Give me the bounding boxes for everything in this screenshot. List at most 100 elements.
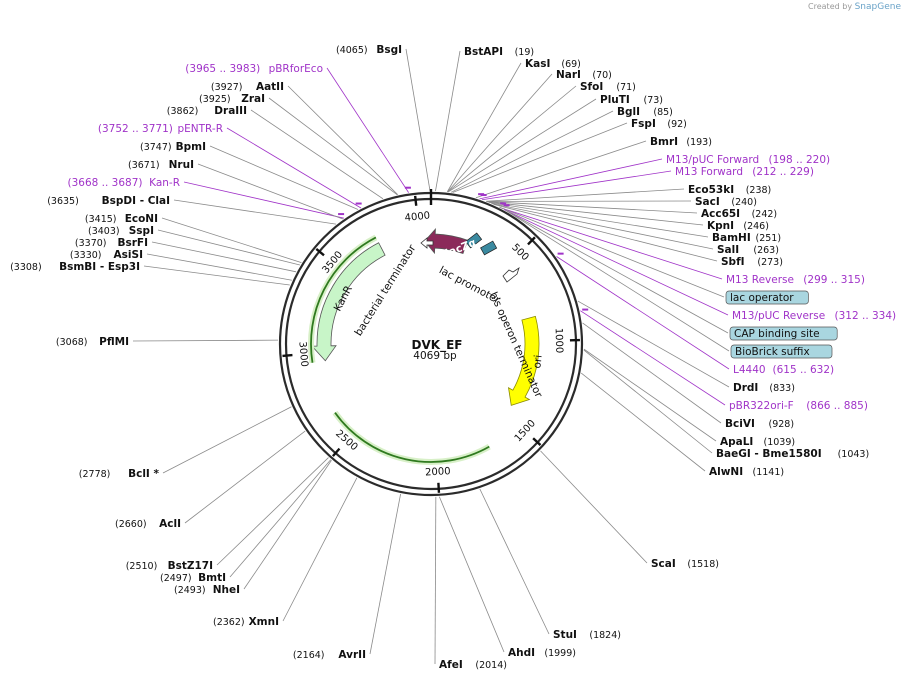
map-label-asisi[interactable]: AsiSI(3330) — [70, 249, 143, 261]
map-label-bspdiclai[interactable]: BspDI - ClaI(3635) — [47, 195, 170, 207]
map-label-biobricksuffix[interactable]: BioBrick suffix — [730, 344, 833, 359]
tick-mark — [532, 437, 542, 446]
lac-promoter-arrow[interactable] — [420, 237, 434, 249]
label-position: (238) — [746, 185, 772, 196]
feature-his-operon-terminator[interactable] — [480, 240, 498, 256]
label-name: BmtI — [198, 572, 226, 584]
leader-line — [434, 496, 437, 665]
map-label-eco53ki[interactable]: Eco53kI(238) — [688, 184, 771, 196]
map-label-zrai[interactable]: ZraI(3925) — [199, 93, 265, 105]
map-label-kanr[interactable]: Kan-R(3668 .. 3687) — [68, 177, 181, 189]
label-position: (615 .. 632) — [773, 364, 835, 376]
map-label-aatii[interactable]: AatII(3927) — [211, 81, 284, 93]
leader-line — [209, 145, 359, 210]
map-label-bsgi[interactable]: BsgI(4065) — [336, 44, 402, 56]
map-label-pentrr[interactable]: pENTR-R(3752 .. 3771) — [98, 123, 223, 135]
map-label-saci[interactable]: SacI(240) — [695, 196, 757, 208]
map-label-sali[interactable]: SalI(263) — [717, 244, 779, 256]
map-label-nari[interactable]: NarI(70) — [556, 69, 612, 81]
leader-line — [447, 98, 597, 193]
label-name: M13 Forward — [675, 166, 743, 178]
map-label-bmti[interactable]: BmtI(2497) — [160, 572, 226, 584]
label-name: AvrII — [338, 649, 366, 661]
label-name: pENTR-R — [177, 123, 223, 135]
leader-line — [479, 488, 550, 635]
map-label-bcivi[interactable]: BciVI(928) — [725, 418, 794, 430]
map-label-acc65i[interactable]: Acc65I(242) — [701, 208, 777, 220]
terminator-arc[interactable] — [310, 236, 377, 363]
map-label-m13forward[interactable]: M13 Forward(212 .. 229) — [675, 166, 814, 178]
map-label-m13pucreverse[interactable]: M13/pUC Reverse(312 .. 334) — [732, 310, 896, 322]
tick-mark — [331, 447, 341, 457]
map-label-kasi[interactable]: KasI(69) — [525, 58, 581, 70]
map-label-bstapi[interactable]: BstAPI(19) — [464, 46, 534, 58]
label-position: (3668 .. 3687) — [68, 177, 143, 189]
map-label-ahdi[interactable]: AhdI(1999) — [508, 647, 576, 659]
map-label-capbindingsite[interactable]: CAP binding site — [729, 326, 838, 341]
label-position: (19) — [515, 47, 535, 58]
map-label-xmni[interactable]: XmnI(2362) — [213, 616, 279, 628]
tick-mark — [282, 353, 293, 358]
label-position: (2014) — [475, 660, 507, 671]
map-label-nrui[interactable]: NruI(3671) — [128, 159, 194, 171]
map-label-bgli[interactable]: BglI(85) — [617, 106, 673, 118]
map-label-pbr322orif[interactable]: pBR322ori-F(866 .. 885) — [729, 400, 868, 412]
label-position: (263) — [753, 245, 779, 256]
label-name: L4440 — [733, 364, 766, 376]
map-label-afei[interactable]: AfeI(2014) — [439, 659, 507, 671]
feature-kanr[interactable] — [311, 242, 386, 362]
label-position: (3671) — [128, 160, 160, 171]
map-label-econi[interactable]: EcoNI(3415) — [85, 213, 158, 225]
map-label-stui[interactable]: StuI(1824) — [553, 629, 621, 641]
label-name: XmnI — [249, 616, 279, 628]
label-position: (71) — [616, 82, 636, 93]
map-label-lacoperator[interactable]: lac operator — [725, 290, 809, 305]
label-position: (1999) — [544, 648, 576, 659]
map-label-fspi[interactable]: FspI(92) — [631, 118, 687, 130]
map-label-avrii[interactable]: AvrII(2164) — [293, 649, 366, 661]
map-label-bcli[interactable]: BclI *(2778) — [79, 468, 160, 480]
label-name: SbfI — [721, 256, 745, 268]
leader-line — [582, 322, 722, 424]
feature-lac-promoter[interactable] — [465, 232, 483, 249]
map-label-m13reverse[interactable]: M13 Reverse(299 .. 315) — [726, 274, 865, 286]
map-label-baegibme1580i[interactable]: BaeGI - Bme1580I(1043) — [716, 448, 869, 460]
map-label-m13pucforward[interactable]: M13/pUC Forward(198 .. 220) — [666, 154, 830, 166]
map-label-pluti[interactable]: PluTI(73) — [600, 94, 663, 106]
map-label-drdi[interactable]: DrdI(833) — [733, 382, 795, 394]
map-label-kpni[interactable]: KpnI(246) — [707, 220, 769, 232]
map-label-bsrfi[interactable]: BsrFI(3370) — [75, 237, 148, 249]
map-label-bsmbiesp3i[interactable]: BsmBI - Esp3I(3308) — [10, 261, 140, 273]
map-label-draiii[interactable]: DraIII(3862) — [167, 105, 247, 117]
label-position: (69) — [561, 59, 581, 70]
label-position: (928) — [769, 419, 795, 430]
his-terminator-arrow[interactable] — [502, 267, 520, 283]
map-label-nhei[interactable]: NheI(2493) — [174, 584, 240, 596]
feature-ori[interactable] — [507, 315, 540, 406]
map-label-l4440[interactable]: L4440 (615 .. 632) — [733, 364, 834, 376]
map-label-pbrforeco[interactable]: pBRforEco(3965 .. 3983) — [185, 63, 323, 75]
map-label-bmri[interactable]: BmrI(193) — [650, 136, 712, 148]
tick-mark — [315, 247, 325, 257]
map-label-bpmi[interactable]: BpmI(3747) — [140, 141, 206, 153]
feature-lacz[interactable] — [424, 227, 469, 255]
label-position: (246) — [743, 221, 769, 232]
leader-line — [369, 493, 402, 655]
label-name: ZraI — [241, 93, 265, 105]
leader-line — [446, 62, 522, 193]
leader-line — [173, 199, 337, 225]
map-label-pflmi[interactable]: PflMI(3068) — [56, 336, 129, 348]
map-label-apali[interactable]: ApaLI(1039) — [720, 436, 795, 448]
map-label-scai[interactable]: ScaI(1518) — [651, 558, 719, 570]
map-label-acli[interactable]: AclI(2660) — [115, 518, 181, 530]
label-name: BsrFI — [117, 237, 148, 249]
map-label-bamhi[interactable]: BamHI(251) — [712, 232, 781, 244]
map-label-sspi[interactable]: SspI(3403) — [88, 225, 154, 237]
map-label-bstz17i[interactable]: BstZ17I(2510) — [126, 560, 213, 572]
map-label-sbfi[interactable]: SbfI(273) — [721, 256, 783, 268]
terminator-arc[interactable] — [334, 412, 490, 463]
map-label-sfoi[interactable]: SfoI(71) — [580, 81, 636, 93]
leader-line — [540, 450, 648, 564]
label-name: BclI * — [128, 468, 159, 480]
map-label-alwni[interactable]: AlwNI(1141) — [709, 466, 784, 478]
